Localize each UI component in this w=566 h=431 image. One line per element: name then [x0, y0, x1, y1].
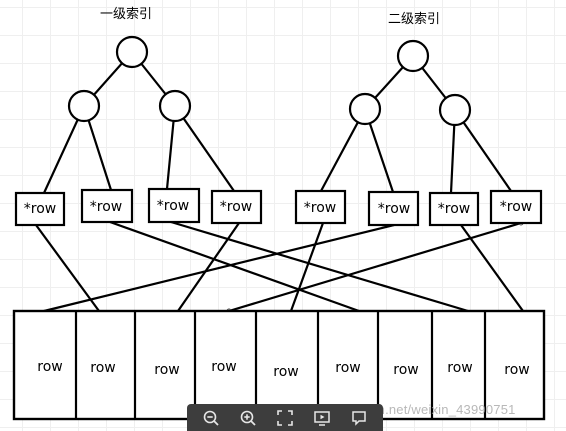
tree-edge: [182, 117, 236, 193]
row-label: row: [504, 362, 529, 378]
tree-edge: [165, 119, 175, 191]
pointer-box: [428, 191, 480, 227]
secondary-child-node: [438, 93, 472, 127]
pointer-box: [489, 189, 543, 225]
row-label: row: [90, 360, 115, 376]
tree-edge: [319, 121, 360, 193]
fullscreen-button[interactable]: [274, 407, 296, 429]
zoom-in-icon: [240, 410, 256, 426]
pointer-link: [227, 221, 523, 313]
pointer-box: [294, 189, 347, 225]
tree-edge: [42, 118, 79, 195]
pointer-boxes: *row *row *row *row *row *row *row *row: [14, 187, 543, 227]
pointer-label: *row: [157, 198, 189, 214]
zoom-in-button[interactable]: [237, 407, 259, 429]
primary-child-node: [158, 89, 192, 123]
row-label: row: [273, 364, 298, 380]
pointer-label: *row: [90, 199, 122, 215]
secondary-child-node: [348, 92, 382, 126]
pointer-box: [367, 190, 420, 227]
slideshow-icon: [314, 410, 330, 426]
secondary-root-node: [396, 39, 430, 73]
row-label: row: [447, 360, 472, 376]
pointer-label: *row: [500, 199, 532, 215]
tree-edge: [87, 119, 113, 192]
comment-button[interactable]: [348, 407, 370, 429]
pointer-box: [14, 191, 66, 227]
row-label: row: [211, 359, 236, 375]
zoom-out-icon: [204, 410, 220, 426]
tree-edge: [462, 121, 513, 193]
pointer-label: *row: [24, 201, 56, 217]
row-label: row: [393, 362, 418, 378]
pointer-box: [80, 188, 134, 224]
primary-index-label: 一级索引: [100, 7, 152, 22]
tree-edge: [368, 122, 395, 194]
pointer-link: [289, 221, 325, 313]
pointer-label: *row: [220, 199, 252, 215]
pointer-box: [147, 187, 201, 224]
row-table-frame: [12, 309, 546, 421]
row-table: row row row row row row row row row: [12, 309, 546, 421]
connector-lines: [34, 50, 525, 314]
fullscreen-icon: [277, 409, 293, 426]
primary-child-node: [67, 89, 101, 123]
row-label: row: [335, 360, 360, 376]
pointer-link: [108, 220, 361, 313]
pointer-label: *row: [304, 200, 336, 216]
image-viewer-toolbar: [187, 404, 383, 431]
secondary-index-label: 二级索引: [388, 12, 440, 27]
zoom-out-button[interactable]: [200, 407, 222, 429]
row-label: row: [154, 362, 179, 378]
pointer-link: [169, 220, 470, 313]
comment-icon: [351, 410, 366, 426]
row-label: row: [37, 359, 62, 375]
pointer-link: [459, 223, 525, 313]
pointer-link: [176, 221, 241, 313]
primary-root-node: [115, 35, 149, 69]
pointer-link: [42, 223, 396, 313]
pointer-link: [34, 223, 101, 313]
tree-nodes: [67, 35, 472, 127]
tree-edge: [449, 123, 456, 195]
pointer-box: [210, 189, 263, 225]
pointer-label: *row: [378, 201, 410, 217]
pointer-label: *row: [438, 201, 470, 217]
slideshow-button[interactable]: [311, 407, 333, 429]
